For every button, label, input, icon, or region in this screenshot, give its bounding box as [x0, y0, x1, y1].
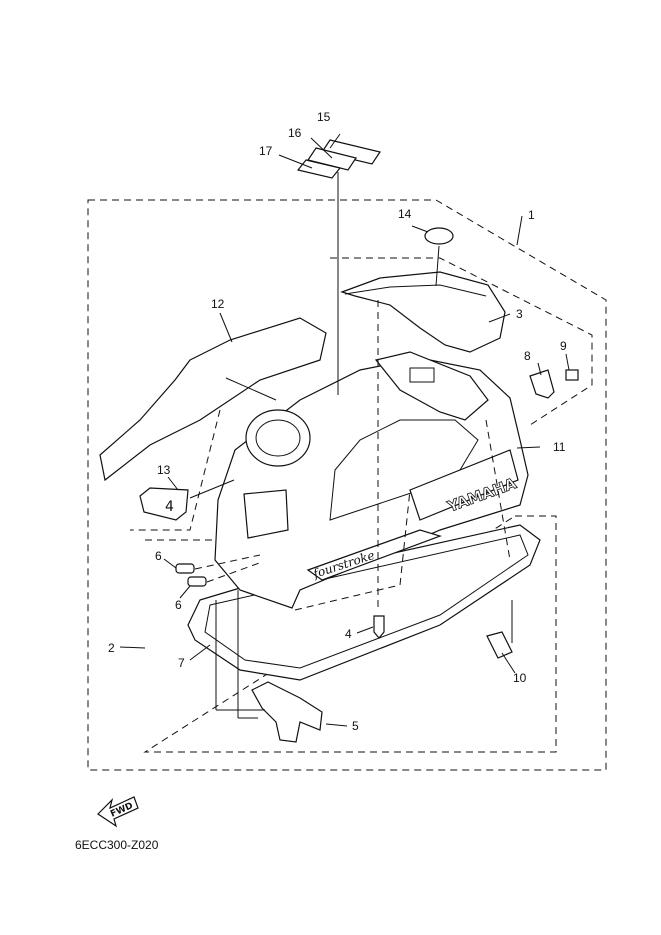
top-lid-3-rim: [344, 284, 487, 297]
decal-17: [296, 159, 342, 179]
callout-1: 1: [528, 208, 535, 222]
cowling-label-area: [329, 419, 479, 521]
callout-17: 17: [259, 144, 273, 158]
emblem-14: [424, 227, 454, 245]
callout-12: 12: [211, 297, 225, 311]
screw-9: [565, 369, 579, 381]
decal-11: [409, 449, 519, 521]
decal-16: [307, 147, 357, 171]
pin-6a: [175, 563, 195, 574]
cowling-top-bracket-slot: [409, 367, 435, 383]
bracket-5: [251, 681, 323, 743]
callout-3: 3: [516, 307, 523, 321]
panel-12: [99, 317, 327, 482]
diagram-code: 6ECC300-Z020: [75, 838, 159, 852]
assembly-1-boundary: [87, 199, 607, 771]
cowling-intake-ring: [245, 409, 311, 467]
decal-13: [139, 487, 189, 521]
cowling-top-bracket: [374, 351, 489, 421]
bracket-8: [529, 369, 555, 399]
seal-7: [187, 524, 541, 681]
callout-9: 9: [560, 339, 567, 353]
clip-10: [486, 631, 513, 659]
callout-10: 10: [513, 671, 527, 685]
decal-13-text: 4: [165, 499, 174, 515]
cowling-intake-hole: [255, 419, 301, 457]
callout-8: 8: [524, 349, 531, 363]
screw-4: [373, 615, 385, 639]
callout-11: 11: [553, 440, 566, 454]
fwd-arrow: FWD: [97, 796, 139, 828]
top-cover-boundary: [330, 257, 593, 426]
cowling-side-window: [243, 489, 289, 539]
top-lid-3: [340, 271, 506, 353]
seal-7-inner: [204, 534, 529, 669]
callout-4: 4: [345, 627, 352, 641]
callout-15: 15: [317, 110, 331, 124]
callout-6b: 6: [175, 598, 182, 612]
pin-6b: [187, 576, 207, 587]
fourstroke-decal: [306, 529, 442, 581]
callout-7: 7: [178, 656, 185, 670]
callout-13: 13: [157, 463, 171, 477]
leader-lines: [119, 133, 570, 727]
callout-2: 2: [108, 641, 115, 655]
decal-15: [321, 139, 381, 165]
callout-5: 5: [352, 719, 359, 733]
callout-6a: 6: [155, 549, 162, 563]
fwd-arrow-label: FWD: [109, 801, 135, 820]
callout-14: 14: [398, 207, 412, 221]
callout-16: 16: [288, 126, 302, 140]
